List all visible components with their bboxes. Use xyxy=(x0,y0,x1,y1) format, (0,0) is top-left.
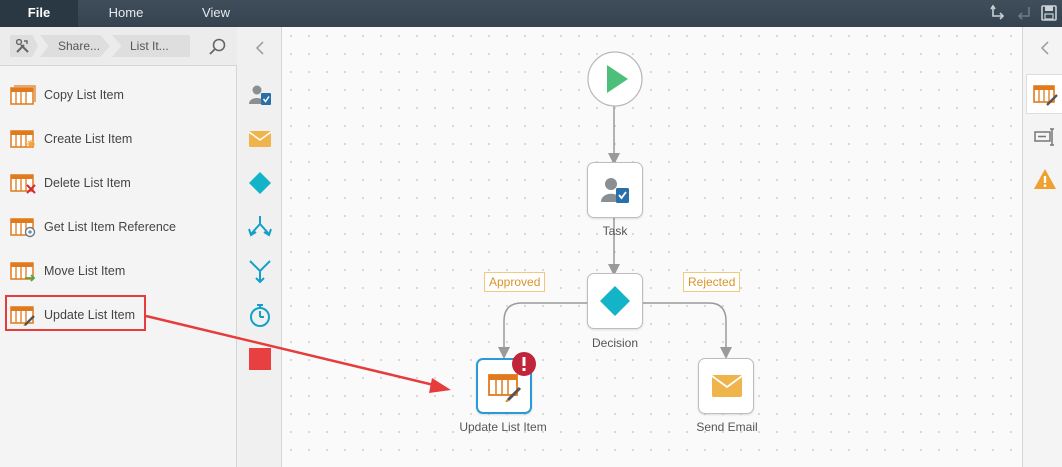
tool-update-list-item[interactable]: Update List Item xyxy=(0,294,237,338)
save-icon[interactable] xyxy=(1039,3,1059,23)
tool-get-list-item-reference[interactable]: Get List Item Reference xyxy=(0,206,237,250)
menu-file-tab[interactable]: File xyxy=(0,0,78,27)
task-shape-icon[interactable] xyxy=(247,82,273,108)
tool-label: Delete List Item xyxy=(44,176,131,190)
right-panel xyxy=(1022,27,1062,467)
tool-move-list-item[interactable]: Move List Item xyxy=(0,250,237,294)
task-icon xyxy=(601,178,629,203)
delete-list-item-icon xyxy=(10,174,36,194)
toolbox-panel: Share... List It... Copy List Item Creat… xyxy=(0,27,237,467)
redo-icon[interactable] xyxy=(1014,3,1034,23)
expand-chevron-icon[interactable] xyxy=(1037,40,1053,56)
properties-tab[interactable] xyxy=(1026,74,1062,114)
shape-palette xyxy=(237,27,282,467)
tool-delete-list-item[interactable]: Delete List Item xyxy=(0,162,237,206)
undo-icon[interactable] xyxy=(988,3,1008,23)
update-list-item-icon xyxy=(488,374,522,402)
stop-shape-icon[interactable] xyxy=(247,346,273,372)
task-node-label: Task xyxy=(602,224,628,238)
update-list-item-icon xyxy=(10,306,35,326)
workflow-canvas[interactable]: Task Decision Approved Rejected Update L… xyxy=(282,27,1022,467)
breadcrumb-list-item[interactable]: List It... xyxy=(112,35,190,57)
tool-label: Get List Item Reference xyxy=(44,220,177,234)
tool-copy-list-item[interactable]: Copy List Item xyxy=(0,74,237,118)
task-node[interactable] xyxy=(587,162,643,218)
menu-view-tab[interactable]: View xyxy=(202,5,230,20)
menu-bar: File Home View xyxy=(0,0,1062,27)
create-list-item-icon xyxy=(10,130,35,148)
breadcrumb-root[interactable] xyxy=(10,35,38,57)
rejected-branch-label[interactable]: Rejected xyxy=(683,272,741,292)
breadcrumb-share[interactable]: Share... xyxy=(40,35,110,57)
send-email-node[interactable] xyxy=(698,358,754,414)
get-list-item-reference-icon xyxy=(10,218,36,238)
split-shape-icon[interactable] xyxy=(247,214,273,240)
search-icon[interactable] xyxy=(206,36,228,58)
start-node[interactable] xyxy=(587,51,643,107)
menu-home-tab[interactable]: Home xyxy=(108,5,144,20)
timer-shape-icon[interactable] xyxy=(247,302,273,328)
breadcrumb: Share... List It... xyxy=(0,27,237,66)
error-badge-icon[interactable] xyxy=(511,351,537,377)
warning-icon[interactable] xyxy=(1033,167,1057,191)
merge-shape-icon[interactable] xyxy=(247,258,273,284)
tool-label: Create List Item xyxy=(44,132,133,146)
copy-list-item-icon xyxy=(10,85,36,105)
workflow-connectors xyxy=(498,105,732,359)
tool-label: Copy List Item xyxy=(44,88,124,102)
tool-highlight-box xyxy=(5,295,146,331)
tools-icon xyxy=(15,39,29,53)
send-email-node-label: Send Email xyxy=(696,420,758,434)
approved-branch-label[interactable]: Approved xyxy=(484,272,546,292)
form-field-icon[interactable] xyxy=(1033,125,1057,149)
decision-node-label: Decision xyxy=(591,336,639,350)
move-list-item-icon xyxy=(10,262,36,282)
tool-label: Update List Item xyxy=(44,308,136,322)
decision-node[interactable] xyxy=(587,273,643,329)
update-list-item-node-label: Update List Item xyxy=(459,420,547,434)
email-icon xyxy=(711,375,743,397)
collapse-chevron-icon[interactable] xyxy=(252,40,268,56)
email-shape-icon[interactable] xyxy=(247,126,273,152)
tool-create-list-item[interactable]: Create List Item xyxy=(0,118,237,162)
tool-label: Move List Item xyxy=(44,264,126,278)
decision-icon xyxy=(600,286,630,316)
update-list-item-properties-icon xyxy=(1033,85,1058,106)
decision-shape-icon[interactable] xyxy=(247,170,273,196)
